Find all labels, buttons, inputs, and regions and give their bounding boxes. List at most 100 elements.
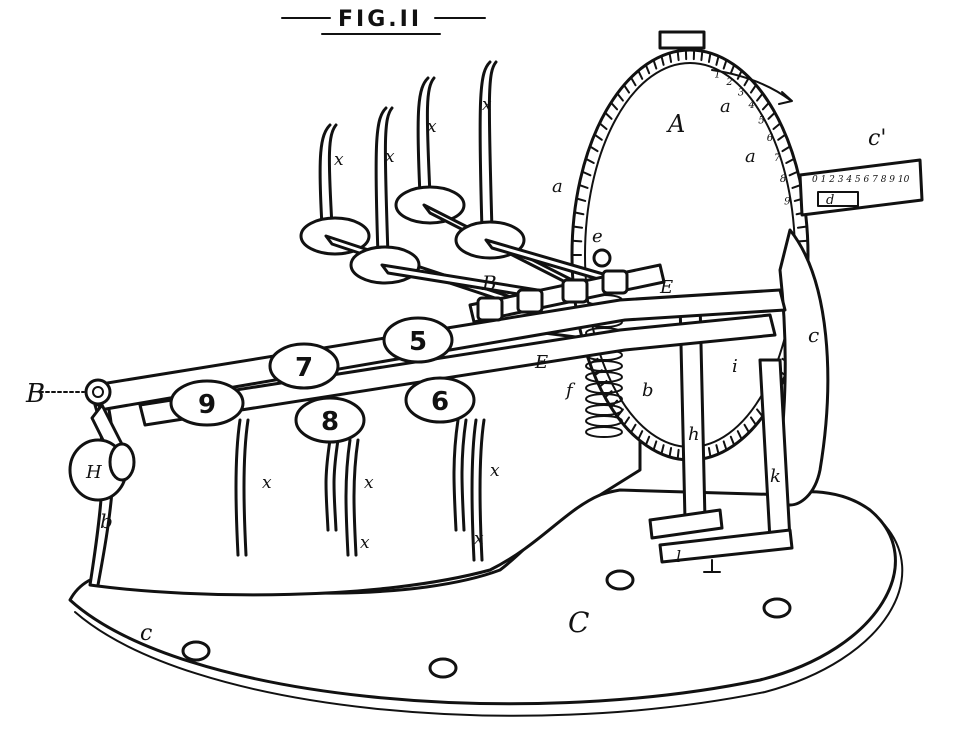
label-A: A	[666, 110, 685, 138]
label-C-base: C	[568, 606, 589, 639]
label-c-base: c	[140, 621, 152, 646]
label-E-rear: E	[659, 277, 673, 298]
label-x-3: x	[427, 117, 437, 137]
pivot-rod-center	[92, 386, 104, 398]
dial-tooth	[777, 133, 787, 141]
key-5-cap[interactable]	[382, 316, 454, 364]
dial-tooth	[610, 101, 619, 111]
rear-key-pad	[394, 185, 466, 225]
label-h: h	[688, 424, 700, 445]
label-e: e	[592, 226, 603, 247]
dial-tooth	[593, 133, 603, 141]
dial-tooth	[781, 145, 792, 153]
dial-tooth	[660, 444, 665, 455]
label-b-side: b	[642, 380, 654, 401]
dial-tooth	[767, 111, 776, 120]
dial-tooth	[598, 122, 608, 131]
lever-frame-lower	[138, 313, 777, 427]
key-7-label: 7	[295, 353, 313, 383]
dial-tooth	[644, 435, 651, 447]
label-x-2: x	[385, 147, 395, 167]
front-lever-stem	[352, 438, 360, 557]
dial-number: 2	[725, 77, 732, 88]
rod-collar	[476, 296, 504, 322]
scale-bar-text: 0 1 2 3 4 5 6 7 8 9 10	[812, 175, 910, 185]
dial-tooth	[623, 84, 631, 94]
key-9-cap[interactable]	[169, 379, 245, 427]
dial-arrow-head	[778, 91, 793, 105]
dial-tooth	[571, 239, 583, 243]
dial-tooth	[772, 122, 782, 131]
label-b-left: b	[100, 509, 113, 533]
key-button-9[interactable]: 9	[169, 379, 245, 427]
label-a-right: a	[745, 146, 756, 167]
dial-tooth	[668, 52, 673, 63]
rear-key-levers	[299, 60, 617, 310]
rod-collar	[516, 288, 544, 314]
dial-tooth	[572, 225, 584, 229]
rod-collar	[561, 278, 589, 304]
dial-tooth	[715, 55, 720, 66]
dial-tooth	[797, 239, 809, 243]
dial-tooth	[749, 84, 757, 94]
key-button-6[interactable]: 6	[404, 376, 476, 424]
label-x-9: x	[474, 529, 484, 549]
rear-lever-stem	[478, 60, 492, 232]
dial-tooth	[637, 430, 644, 441]
dial-tooth	[604, 111, 613, 120]
front-lever-stem	[324, 438, 332, 532]
dial-tooth	[584, 157, 595, 164]
scale-window	[817, 191, 859, 207]
dial-tooth	[749, 416, 757, 426]
key-8-cap[interactable]	[294, 396, 366, 444]
dial-tooth	[729, 63, 736, 75]
base-hole-2	[428, 657, 458, 679]
dial-tooth	[578, 183, 589, 189]
label-k: k	[770, 466, 781, 487]
dial-tooth	[785, 157, 796, 164]
dial-tooth	[660, 55, 665, 66]
key-button-7[interactable]: 7	[268, 342, 340, 390]
rear-lever-stem	[383, 106, 394, 257]
base-plate-edge	[74, 519, 904, 717]
dial-number: 3	[738, 87, 744, 98]
label-a-top: a	[720, 96, 731, 117]
dial-tooth	[743, 423, 750, 434]
key-6-cap[interactable]	[404, 376, 476, 424]
front-lever-stem	[234, 418, 242, 557]
dial-tooth	[588, 145, 599, 153]
key-9-label: 9	[198, 390, 216, 420]
dial-number: 7	[774, 153, 781, 164]
label-x-6: x	[364, 473, 374, 493]
label-l: l	[676, 547, 681, 566]
dial-tooth	[756, 92, 764, 102]
dial-tooth	[630, 76, 637, 87]
dial-tooth	[707, 447, 712, 458]
base-hole-3	[605, 569, 635, 591]
key-button-8[interactable]: 8	[294, 396, 366, 444]
key-button-5[interactable]: 5	[382, 316, 454, 364]
dial-tooth	[700, 50, 704, 62]
dial-tooth	[761, 101, 770, 111]
rear-lever-stem	[374, 106, 388, 257]
key-7-cap[interactable]	[268, 342, 340, 390]
front-key-levers	[234, 418, 486, 562]
dial-tooth	[652, 440, 658, 451]
figure-title: FIG.II	[338, 7, 422, 32]
label-c-upright: c	[808, 323, 819, 347]
label-H: H	[85, 462, 102, 483]
label-d: d	[826, 193, 834, 208]
dial-tooth	[722, 59, 728, 70]
dial-tooth	[707, 52, 712, 63]
dial-tooth	[676, 448, 680, 460]
rear-lever-stem	[416, 76, 430, 197]
dial-tooth	[676, 50, 680, 62]
key-5-label: 5	[409, 327, 427, 357]
label-c-prime: c'	[868, 126, 886, 151]
rod-collar	[601, 269, 629, 295]
label-x-7: x	[360, 533, 370, 553]
dial-tooth	[581, 170, 592, 177]
